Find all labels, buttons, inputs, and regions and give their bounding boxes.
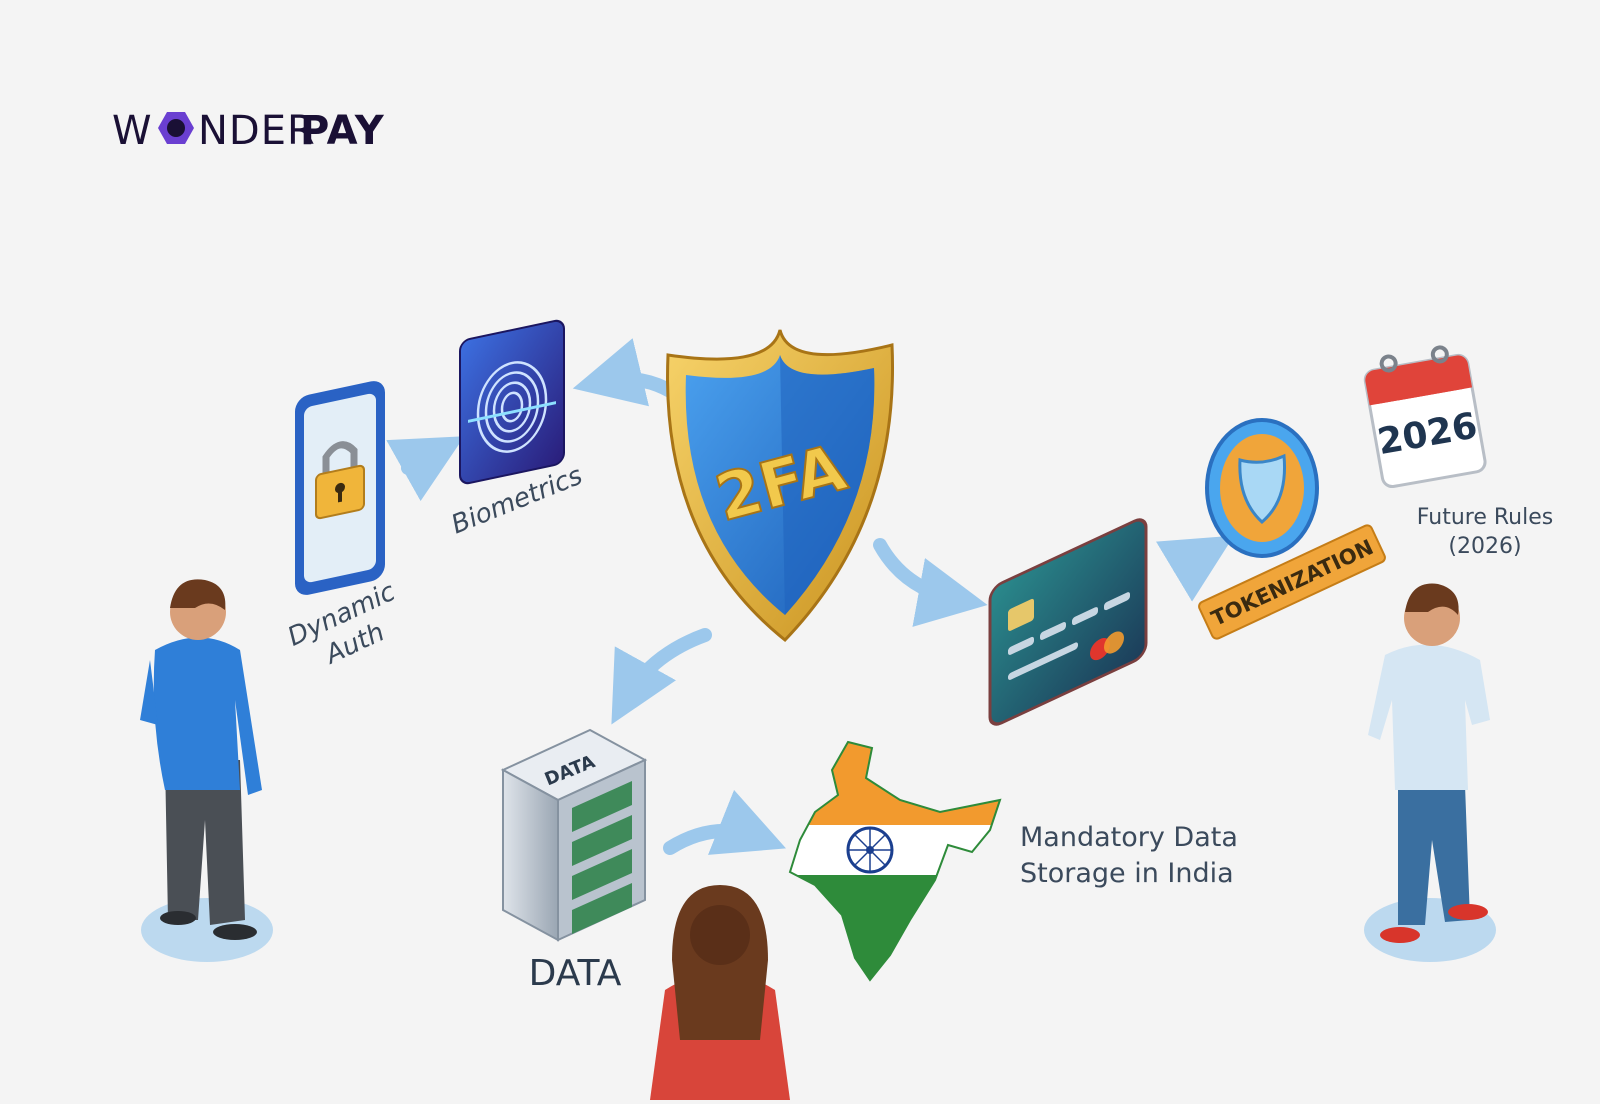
phone-lock-icon [295,381,385,595]
shield-icon: 2FA [666,329,895,643]
tokenization-label: TOKENIZATION [1208,535,1377,631]
data-label: DATA [529,953,622,994]
brand-name-part2: NDER [198,108,316,154]
brand-name-part1: W [112,108,153,154]
flow-arrows [386,338,1235,855]
person-right [1364,583,1496,962]
person-center [650,885,790,1100]
logo-o-icon [158,112,194,144]
arrow-card-to-token [1155,535,1235,602]
india-label-line2: Storage in India [1020,858,1234,889]
calendar-icon: 2026 [1363,345,1487,489]
brand-name-part3: PAY [300,108,385,154]
server-icon: DATA [500,728,648,942]
ashoka-chakra-icon [846,826,894,874]
future-rules-line1: Future Rules [1417,505,1553,530]
arrow-shield-to-data [611,628,712,725]
india-map-icon [788,740,1002,982]
person-left [140,579,273,962]
future-rules-line2: (2026) [1448,534,1521,559]
fingerprint-icon [459,319,565,485]
credit-card-icon [988,518,1148,726]
arrow-shield-to-card [873,538,988,627]
arrow-data-to-india [663,789,787,855]
india-label-line1: Mandatory Data [1020,822,1238,853]
brand-logo: W NDER PAY [112,108,385,154]
token-coin-icon [1205,418,1319,558]
arrow-phone-to-biometrics [386,436,465,502]
